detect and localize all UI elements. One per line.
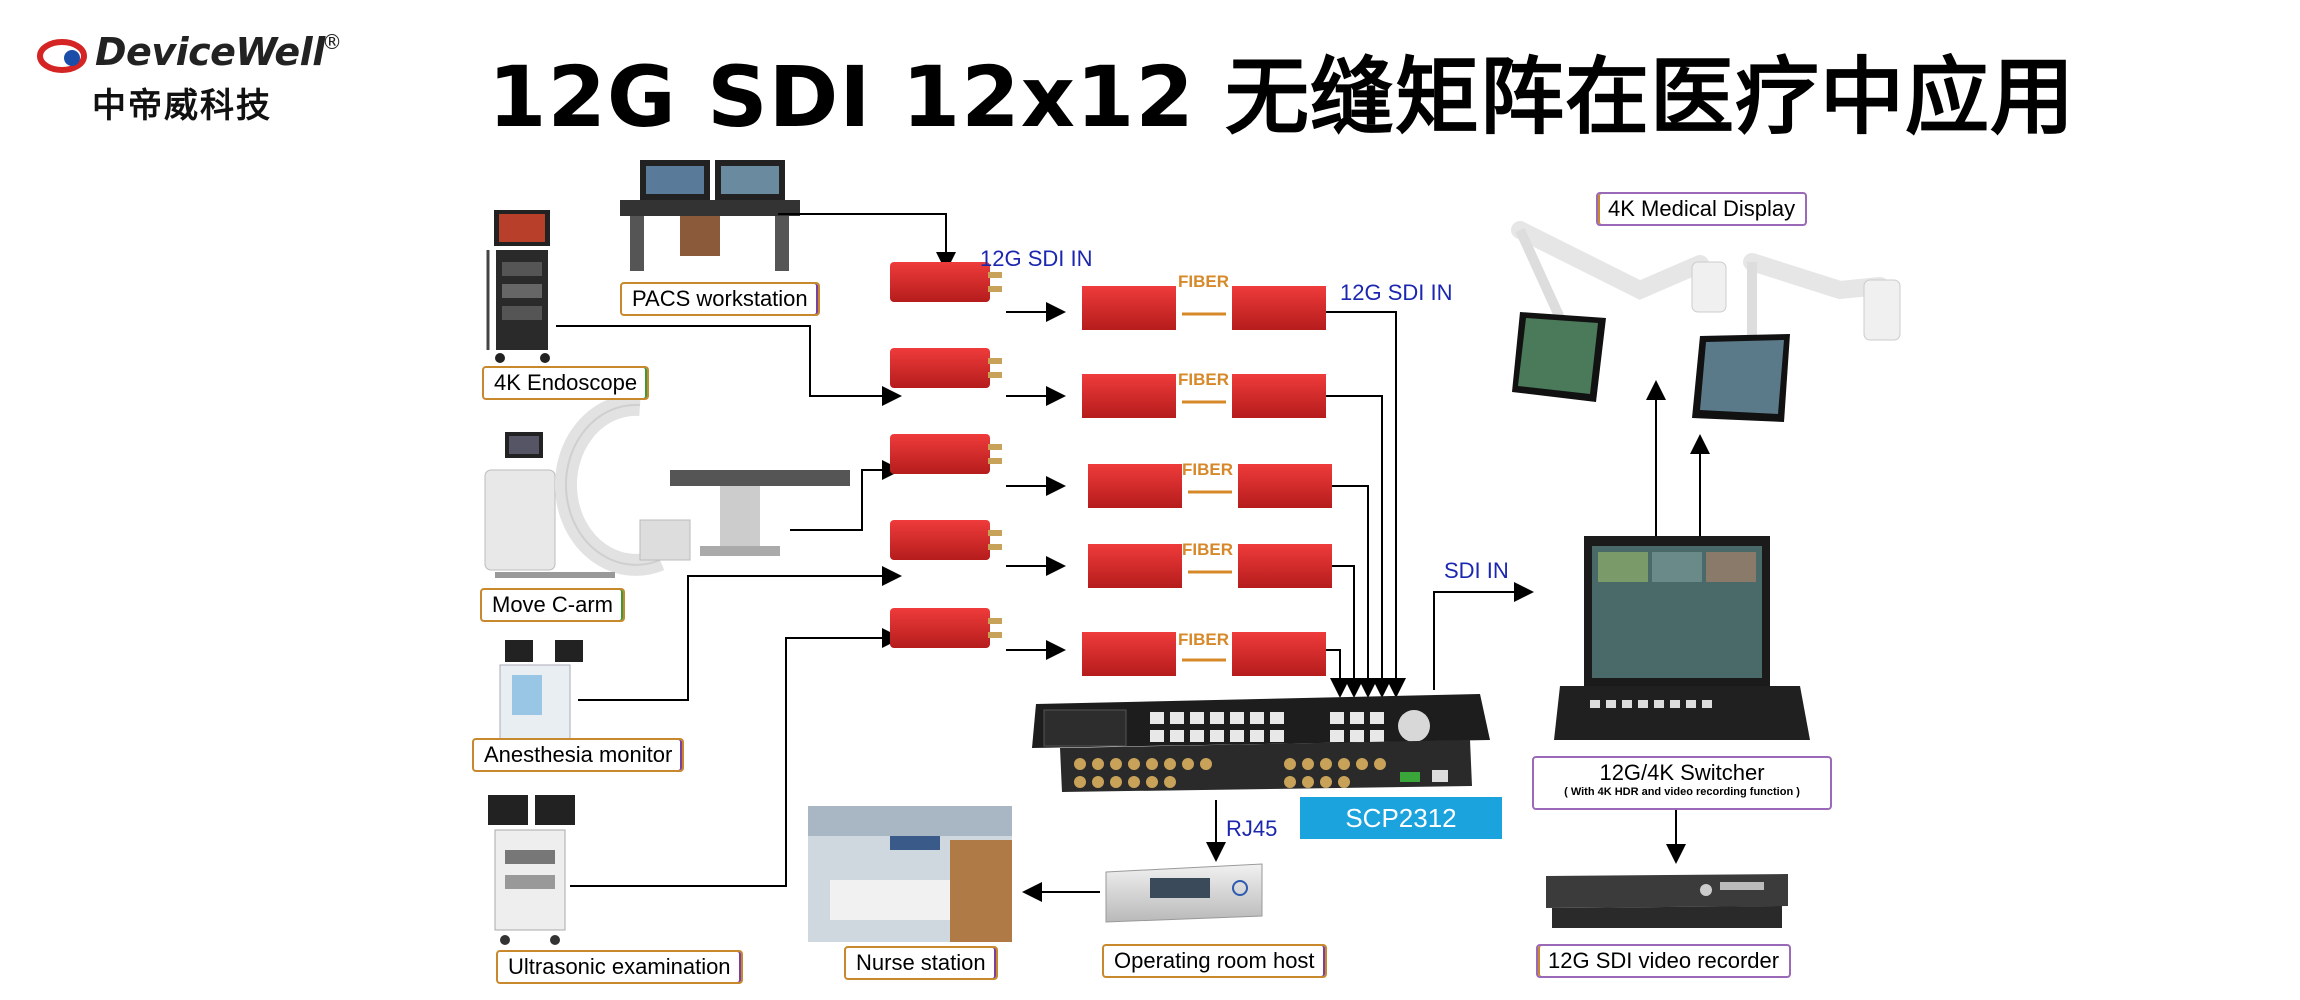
label-fiber-4: FIBER [1182, 540, 1233, 559]
label-fiber-5: FIBER [1178, 630, 1229, 649]
label-4k-medical-display: 4K Medical Display [1596, 192, 1808, 226]
video-recorder-image [1546, 874, 1788, 928]
label-fiber-3: FIBER [1182, 460, 1233, 479]
label-switcher: 12G/4K Switcher [1599, 760, 1765, 785]
label-fiber-2: FIBER [1178, 370, 1229, 389]
brand-name-cn: 中帝威科技 [92, 86, 272, 126]
brand-name: DeviceWell [95, 30, 325, 74]
operating-room-host-image [1105, 863, 1263, 923]
fiber-extender-pairs [1082, 286, 1332, 676]
label-nurse-station: Nurse station [844, 946, 998, 980]
label-anesthesia-monitor: Anesthesia monitor [472, 738, 685, 772]
endoscope-cart-image [486, 210, 550, 363]
switcher-label-box: 12G/4K Switcher ( With 4K HDR and video … [1532, 756, 1832, 810]
label-sdi-in-out: SDI IN [1444, 558, 1509, 583]
sdi-sender-units [890, 262, 1002, 648]
matrix-model-badge: SCP2312 [1300, 797, 1502, 839]
nurse-station-image [808, 806, 1012, 942]
label-rj45: RJ45 [1226, 816, 1278, 841]
label-switcher-note: ( With 4K HDR and video recording functi… [1564, 786, 1800, 798]
brand-registered-mark: ® [322, 30, 342, 54]
switcher-image [1554, 536, 1810, 740]
label-operating-room-host: Operating room host [1102, 944, 1327, 978]
label-pacs-workstation: PACS workstation [620, 282, 820, 316]
label-video-recorder: 12G SDI video recorder [1536, 944, 1792, 978]
label-fiber-1: FIBER [1178, 272, 1229, 291]
label-12g-sdi-in-left: 12G SDI IN [980, 246, 1093, 271]
pacs-workstation-image [620, 160, 800, 271]
page-title: 12G SDI 12x12 无缝矩阵在医疗中应用 [488, 48, 2076, 146]
label-move-c-arm: Move C-arm [480, 588, 626, 622]
anesthesia-machine-image [495, 640, 583, 763]
ultrasound-cart-image [488, 795, 575, 945]
label-ultrasonic-examination: Ultrasonic examination [496, 950, 743, 984]
label-12g-sdi-in-right: 12G SDI IN [1340, 280, 1453, 305]
c-arm-image [484, 393, 850, 578]
matrix-scp2312-image [1032, 694, 1490, 792]
label-4k-endoscope: 4K Endoscope [482, 366, 650, 400]
medical-display-arms-image [1511, 221, 1901, 422]
